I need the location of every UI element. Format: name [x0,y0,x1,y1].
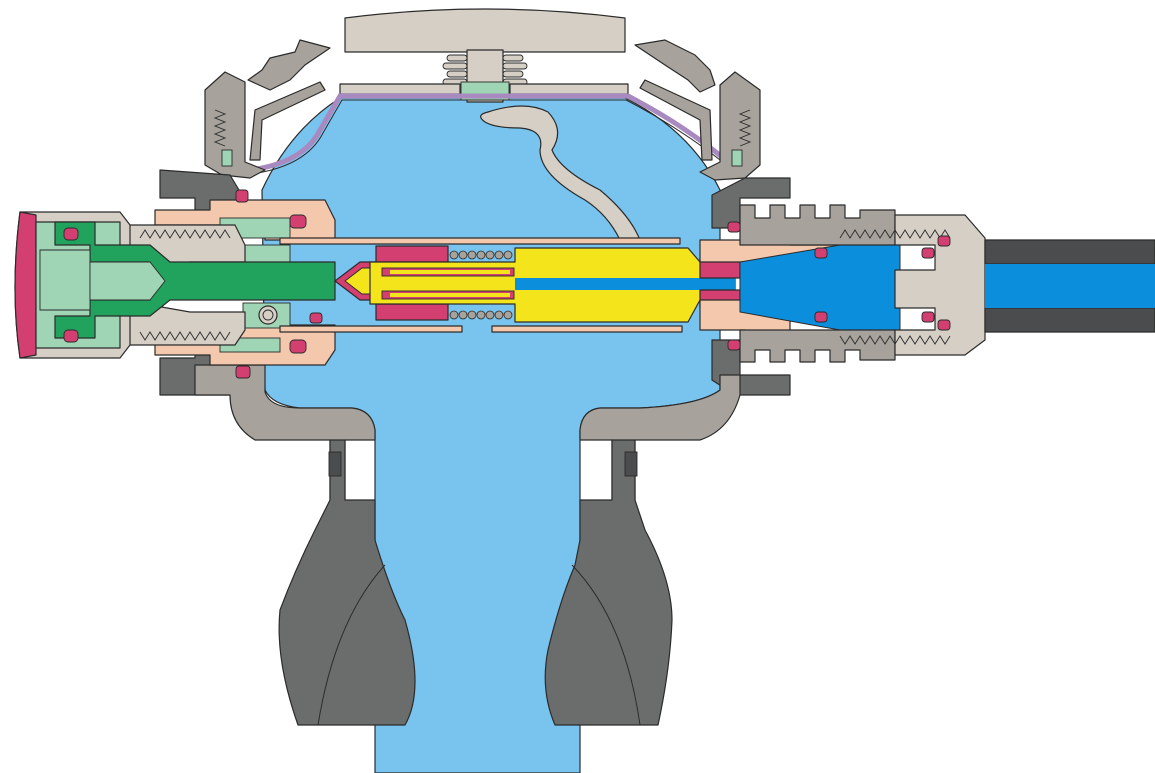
left-lower-tube [279,325,463,333]
valve-magenta-block-bottom [375,303,449,321]
right-thread-top [839,229,951,239]
left-clamp-arm [247,39,331,91]
left-thread-bottom [139,331,231,341]
right-clamp-body [699,71,761,181]
right-housing-dark [711,177,791,229]
valve-spring-top [449,250,513,260]
green-plug-face [39,249,91,311]
internal-tube [480,105,641,241]
left-end-cap-face [14,211,37,359]
right-clamp-arm [634,39,716,93]
left-grip-edge [317,564,386,726]
right-grip-body [544,439,673,726]
valve-core-channel [515,278,735,290]
left-grip-body [278,439,416,726]
right-clamp-seal [731,149,743,167]
top-cap [344,8,626,53]
left-clamp-body [204,71,266,179]
right-thread-bottom [839,335,951,345]
left-clamp-lever [249,81,326,161]
outlet-hose-top [984,239,1155,265]
valve-inner-fill-top [390,270,510,274]
valve-inner-fill-bottom [390,293,510,297]
right-grip-slot [624,451,638,477]
top-plate [339,83,461,95]
ball-valve-inner [262,309,274,321]
right-lower-tube [491,325,683,333]
right-clamp-lever [639,79,713,161]
right-grip-edge [571,564,641,726]
top-plate-right [509,83,629,95]
left-clamp-seal [221,149,233,167]
left-clamp-thread [213,109,227,147]
green-plug-cone [89,261,166,301]
right-o-rings [727,221,951,351]
left-upper-tube [279,237,681,245]
left-grip-slot [328,451,342,477]
valve-spring-bottom [449,310,513,320]
valve-magenta-block-top [375,245,449,263]
right-finned-nut [739,204,896,246]
left-thread-top [139,229,231,239]
right-clamp-thread [738,109,752,147]
ball-valve [258,305,278,325]
left-o-rings [63,189,323,379]
outlet-hose-channel [985,264,1155,308]
outlet-hose-bottom [984,307,1155,333]
right-finned-nut-bottom [739,329,896,363]
